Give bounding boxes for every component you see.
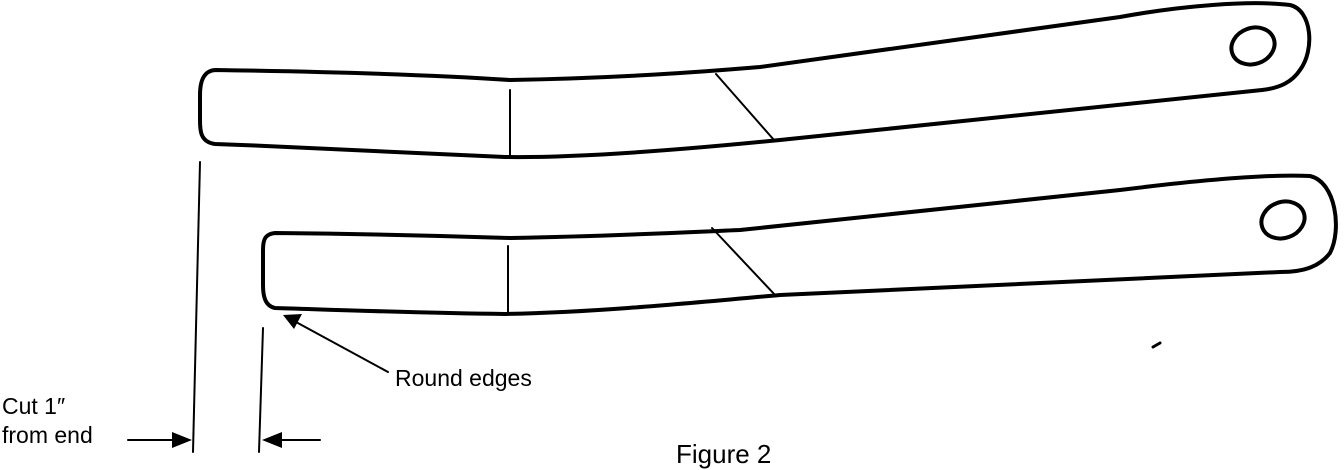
strap-before-cut-hole bbox=[1229, 25, 1277, 67]
round-edges-label: Round edges bbox=[395, 365, 532, 391]
strap-before-cut-diagonal-line bbox=[715, 73, 775, 141]
strap-before-cut-outline bbox=[198, 1, 1312, 160]
stray-mark bbox=[1151, 341, 1162, 349]
leader-arrow-round-edges bbox=[283, 314, 389, 373]
extension-line-right bbox=[258, 327, 264, 453]
cut-label-line2: from end bbox=[2, 422, 93, 448]
strap-before-cut bbox=[198, 1, 1312, 160]
strap-after-cut-diagonal-line bbox=[711, 227, 777, 297]
figure-caption: Figure 2 bbox=[676, 439, 771, 469]
strap-after-cut-hole bbox=[1259, 199, 1307, 241]
dimension-arrow-right bbox=[262, 432, 321, 448]
cut-label-line1: Cut 1″ bbox=[2, 393, 65, 419]
dimension-arrow-left bbox=[127, 432, 192, 448]
extension-line-left bbox=[192, 161, 201, 453]
strap-after-cut-outline bbox=[261, 173, 1338, 316]
strap-after-cut bbox=[261, 173, 1338, 316]
